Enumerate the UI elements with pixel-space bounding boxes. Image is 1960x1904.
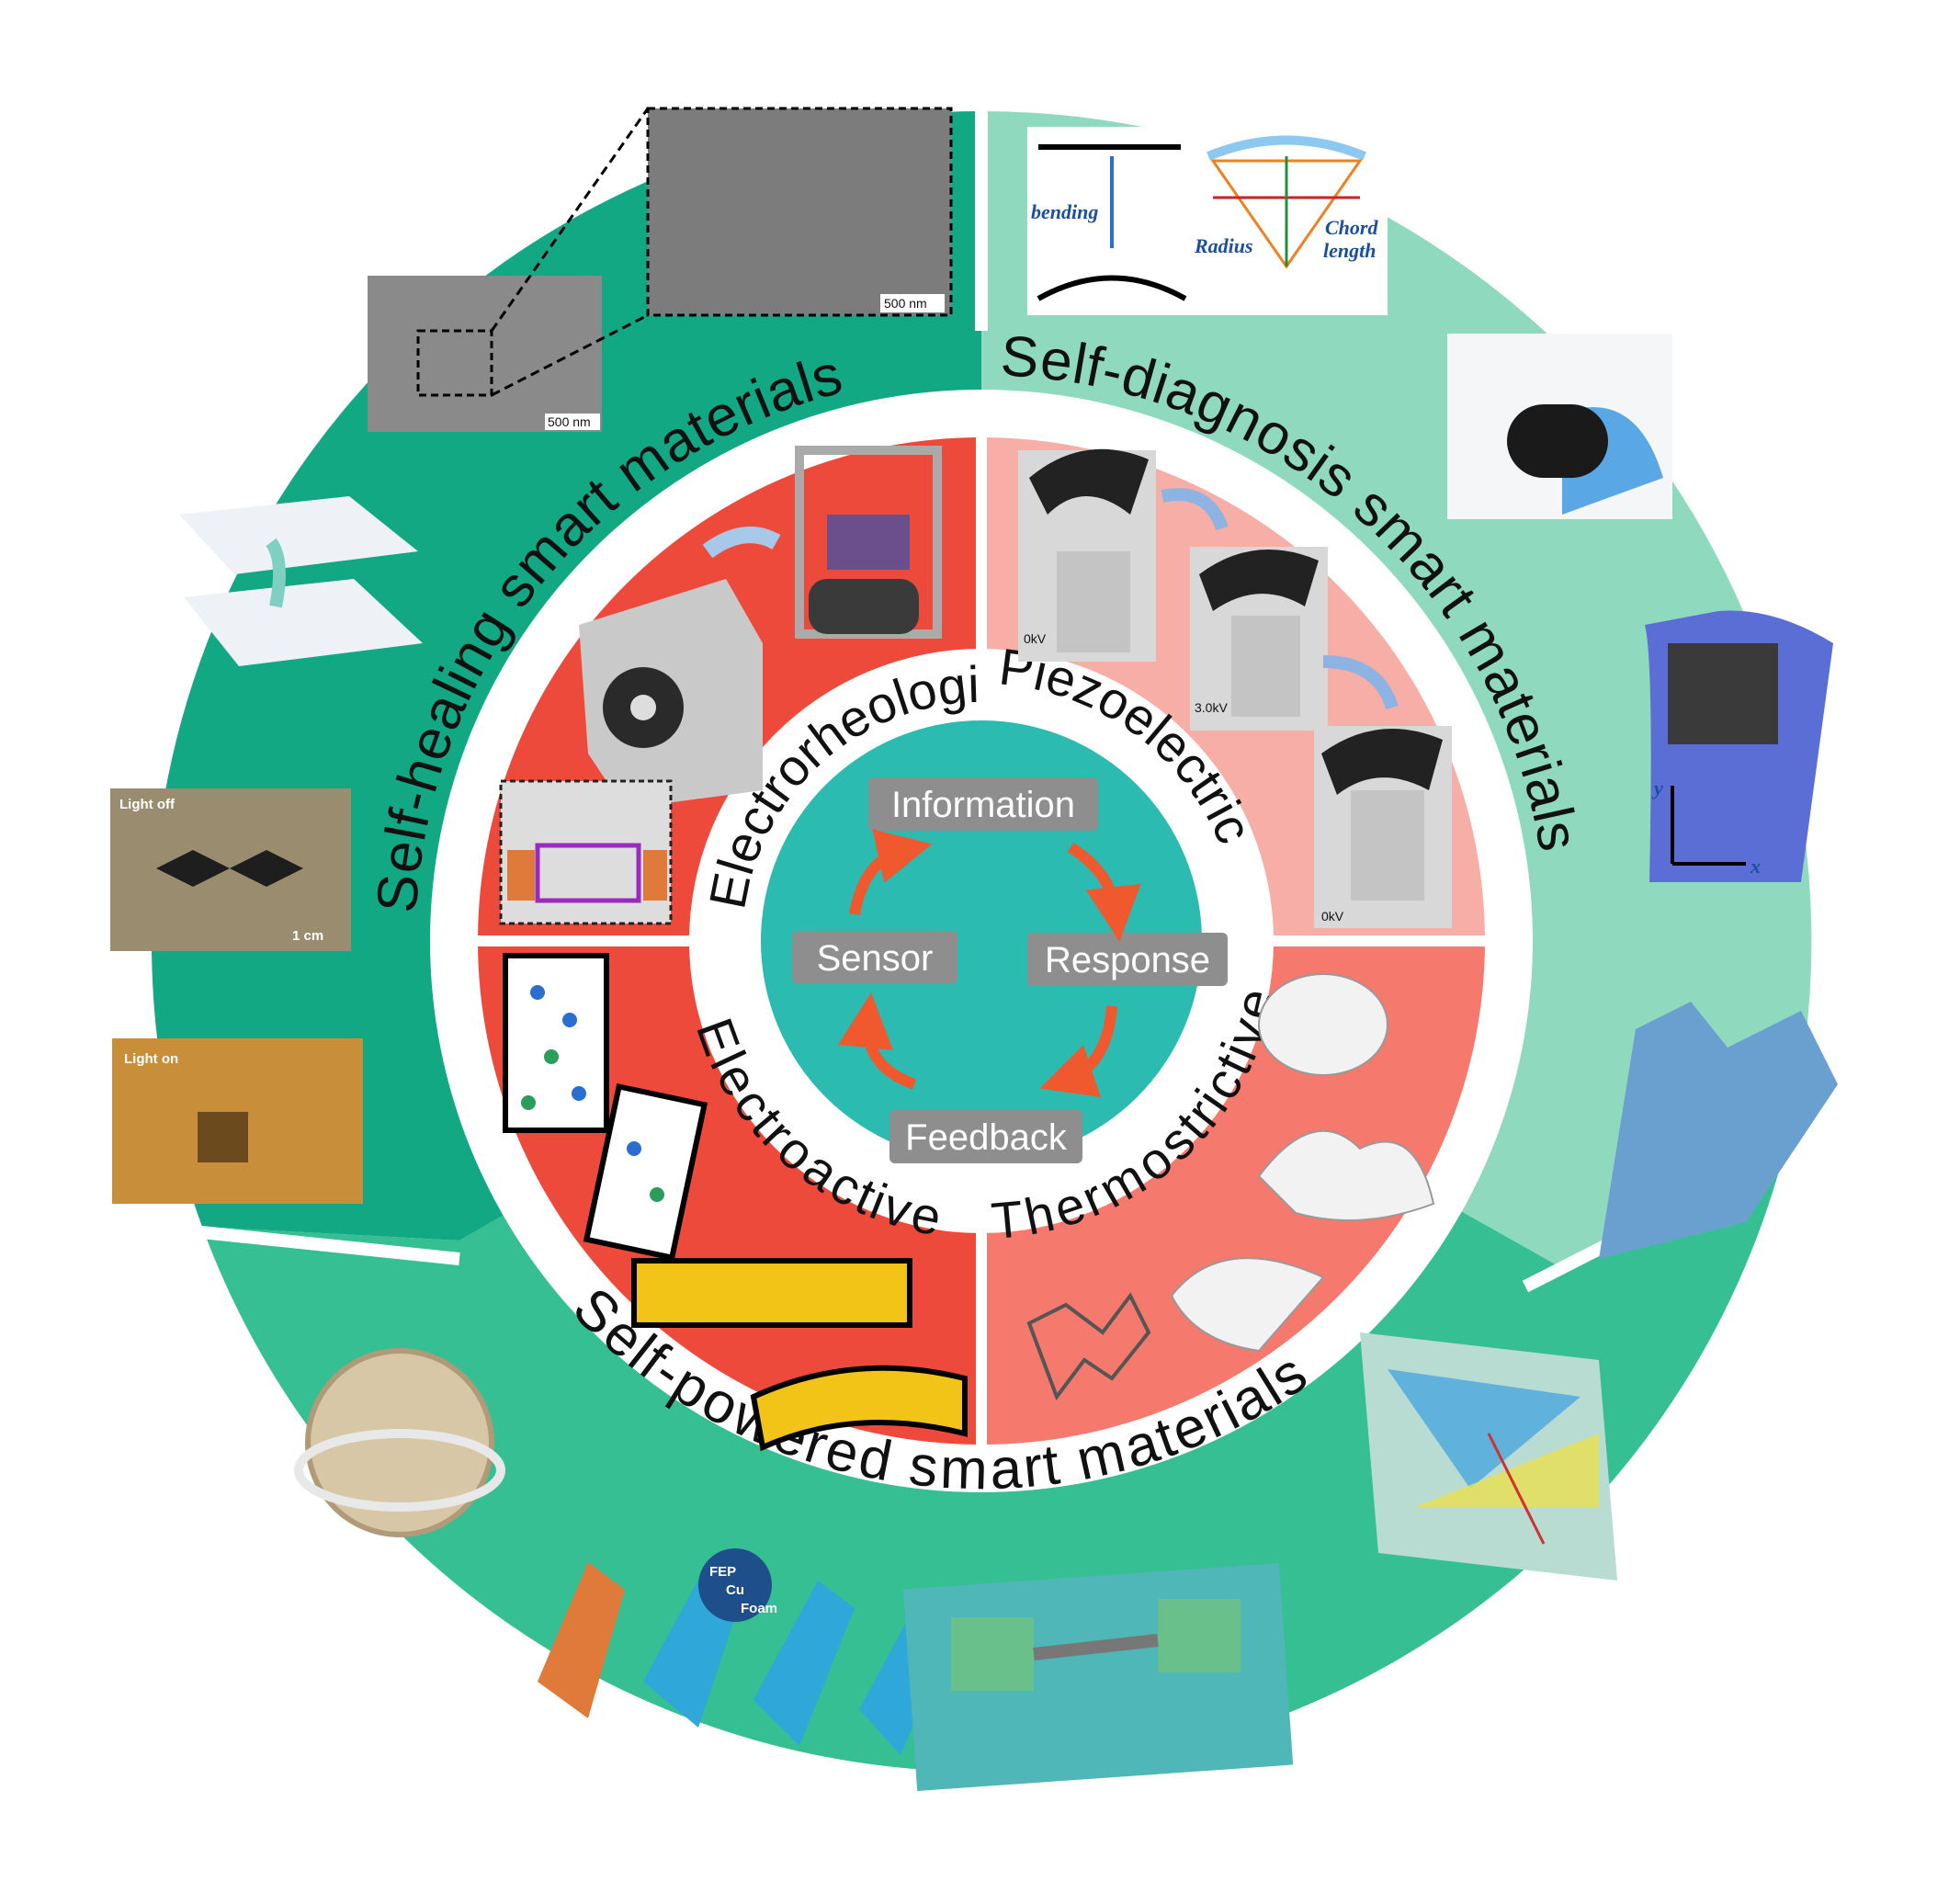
thermostrictive-shells bbox=[1026, 973, 1435, 1401]
chord-label: Chord bbox=[1325, 216, 1378, 239]
feedback-label: Feedback bbox=[905, 1117, 1068, 1158]
bending-label: bending bbox=[1031, 200, 1098, 223]
scale-1cm-label: 1 cm bbox=[292, 928, 323, 944]
cu-label: Cu bbox=[726, 1582, 744, 1598]
length-label: length bbox=[1323, 239, 1376, 262]
damper-cad bbox=[499, 446, 942, 925]
arrow-feedback-to-sensor bbox=[838, 992, 917, 1090]
glove-sensor-array: y x bbox=[1645, 610, 1833, 882]
layered-block-diagram bbox=[1360, 1332, 1617, 1581]
fep-label: FEP bbox=[709, 1564, 736, 1580]
kv-top-label: 0kV bbox=[1024, 631, 1047, 646]
axis-x-label: x bbox=[1750, 855, 1761, 878]
separator-left bbox=[192, 1225, 460, 1265]
piezo-actuator-photos: 0kV 3.0kV 0kV bbox=[1018, 448, 1452, 928]
spherical-robot-photo bbox=[294, 1348, 505, 1537]
kv-bottom-label: 0kV bbox=[1321, 909, 1344, 924]
arrow-information-to-response bbox=[1067, 842, 1141, 942]
sensor-label: Sensor bbox=[817, 938, 934, 979]
radius-label: Radius bbox=[1194, 234, 1253, 257]
arrow-sensor-to-information bbox=[849, 829, 933, 916]
electroactive-ions bbox=[503, 953, 968, 1452]
cycle-arrows bbox=[838, 829, 1141, 1097]
cycle-feedback: Feedback bbox=[889, 1110, 1082, 1163]
foam-layers-diagram: FEP Cu Foam bbox=[538, 1548, 956, 1755]
sem-micrograph-image: 500 nm 500 nm bbox=[368, 107, 953, 432]
axis-y-label: y bbox=[1651, 776, 1663, 799]
finger-sensors-glove bbox=[1599, 1002, 1838, 1259]
cycle-response: Response bbox=[1027, 933, 1228, 986]
cycle-sensor: Sensor bbox=[792, 931, 957, 984]
soft-robot-wave bbox=[902, 1562, 1294, 1792]
sem-scale-small: 500 nm bbox=[548, 414, 591, 429]
cycle-information: Information bbox=[868, 777, 1098, 831]
sem-scale-large: 500 nm bbox=[884, 296, 927, 311]
information-label: Information bbox=[891, 785, 1075, 825]
kv-mid-label: 3.0kV bbox=[1195, 700, 1228, 715]
light-on-label: Light on bbox=[124, 1051, 178, 1067]
foam-label: Foam bbox=[741, 1601, 777, 1616]
response-label: Response bbox=[1045, 940, 1210, 980]
bending-diagram: bending Radius Chord length bbox=[1027, 127, 1388, 315]
arrow-response-to-feedback bbox=[1039, 1005, 1117, 1097]
light-on-photo: Light on bbox=[112, 1038, 363, 1204]
gloved-hand-photo bbox=[1447, 334, 1672, 519]
light-off-label: Light off bbox=[119, 797, 176, 812]
light-off-photo: Light off 1 cm bbox=[110, 788, 351, 951]
circuit-sheets-image bbox=[179, 496, 423, 666]
